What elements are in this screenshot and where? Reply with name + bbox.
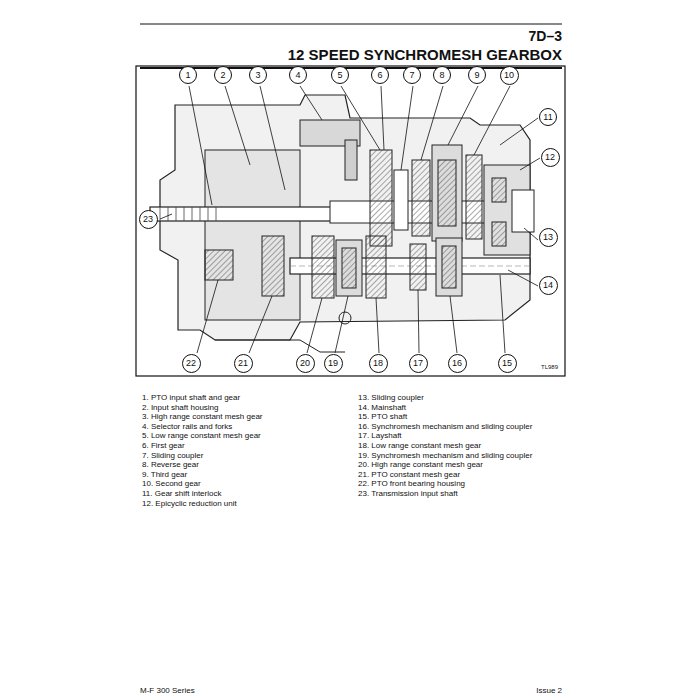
key-entry: 17. Layshaft bbox=[358, 431, 402, 440]
callout-circle: 18 bbox=[369, 354, 388, 373]
key-entry: 22. PTO front bearing housing bbox=[358, 479, 465, 488]
key-entry: 19. Synchromesh mechanism and sliding co… bbox=[358, 451, 532, 460]
callout-circle: 6 bbox=[371, 66, 389, 84]
callout-circle: 20 bbox=[296, 354, 315, 373]
callout-circle: 4 bbox=[289, 66, 307, 84]
key-entry: 18. Low range constant mesh gear bbox=[358, 441, 481, 450]
callout-circle: 23 bbox=[139, 210, 158, 229]
callout-number: 4 bbox=[295, 71, 300, 80]
key-entry: 2. Input shaft housing bbox=[142, 403, 219, 412]
callout-circle: 19 bbox=[324, 354, 343, 373]
callout-number: 17 bbox=[413, 359, 423, 368]
callout-number: 3 bbox=[255, 71, 260, 80]
key-entry: 5. Low range constant mesh gear bbox=[142, 431, 261, 440]
callout-circle: 13 bbox=[539, 228, 558, 247]
figure-code: TL989 bbox=[541, 364, 558, 371]
callout-circle: 14 bbox=[539, 276, 558, 295]
footer-text: Issue 2 bbox=[536, 686, 562, 695]
callout-number: 16 bbox=[452, 359, 462, 368]
key-entry: 11. Gear shift interlock bbox=[142, 489, 221, 498]
callout-number: 15 bbox=[502, 359, 512, 368]
key-entry: 6. First gear bbox=[142, 441, 185, 450]
callout-number: 20 bbox=[300, 359, 310, 368]
callout-circle: 11 bbox=[539, 108, 557, 126]
key-entry: 9. Third gear bbox=[142, 470, 187, 479]
key-entry: 4. Selector rails and forks bbox=[142, 422, 232, 431]
callout-number: 21 bbox=[238, 359, 248, 368]
callout-number: 11 bbox=[543, 113, 552, 122]
key-entry: 8. Reverse gear bbox=[142, 460, 199, 469]
callout-number: 19 bbox=[328, 359, 338, 368]
callout-circle: 2 bbox=[214, 66, 232, 84]
callout-number: 2 bbox=[220, 71, 225, 80]
callout-number: 10 bbox=[504, 71, 514, 80]
callout-number: 23 bbox=[143, 215, 153, 224]
footer-text: M-F 300 Series bbox=[140, 686, 195, 695]
key-entry: 20. High range constant mesh gear bbox=[358, 460, 483, 469]
callout-circle: 21 bbox=[234, 354, 253, 373]
callout-circle: 22 bbox=[182, 354, 201, 373]
callout-number: 6 bbox=[377, 71, 382, 80]
callout-circle: 9 bbox=[468, 66, 486, 84]
key-entry: 21. PTO constant mesh gear bbox=[358, 470, 460, 479]
callout-number: 8 bbox=[439, 71, 444, 80]
callout-number: 1 bbox=[185, 71, 190, 80]
callout-circle: 5 bbox=[331, 66, 349, 84]
key-entry: 3. High range constant mesh gear bbox=[142, 412, 263, 421]
callout-circle: 1 bbox=[179, 66, 197, 84]
callout-circle: 15 bbox=[498, 354, 517, 373]
callout-circle: 3 bbox=[249, 66, 267, 84]
page-title: 12 SPEED SYNCHROMESH GEARBOX bbox=[288, 46, 562, 63]
callout-circle: 17 bbox=[409, 354, 428, 373]
callout-circle: 12 bbox=[541, 148, 560, 167]
key-entry: 10. Second gear bbox=[142, 479, 201, 488]
section-number: 7D–3 bbox=[529, 28, 562, 44]
callout-circle: 10 bbox=[500, 66, 519, 85]
callout-number: 14 bbox=[543, 281, 553, 290]
key-entry: 15. PTO shaft bbox=[358, 412, 407, 421]
key-entry: 16. Synchromesh mechanism and sliding co… bbox=[358, 422, 532, 431]
key-entry: 12. Epicyclic reduction unit bbox=[142, 499, 237, 508]
callout-number: 18 bbox=[373, 359, 383, 368]
callout-circle: 7 bbox=[403, 66, 421, 84]
callout-number: 7 bbox=[409, 71, 414, 80]
callout-number: 13 bbox=[543, 233, 553, 242]
callout-number: 5 bbox=[337, 71, 342, 80]
callout-circle: 16 bbox=[448, 354, 467, 373]
callout-circle: 8 bbox=[433, 66, 451, 84]
key-entry: 7. Sliding coupler bbox=[142, 451, 203, 460]
callout-number: 9 bbox=[474, 71, 479, 80]
key-entry: 1. PTO input shaft and gear bbox=[142, 393, 240, 402]
key-entry: 23. Transmission input shaft bbox=[358, 489, 458, 498]
key-entry: 13. Sliding coupler bbox=[358, 393, 424, 402]
key-entry: 14. Mainshaft bbox=[358, 403, 406, 412]
callout-number: 12 bbox=[545, 153, 555, 162]
callout-number: 22 bbox=[186, 359, 196, 368]
